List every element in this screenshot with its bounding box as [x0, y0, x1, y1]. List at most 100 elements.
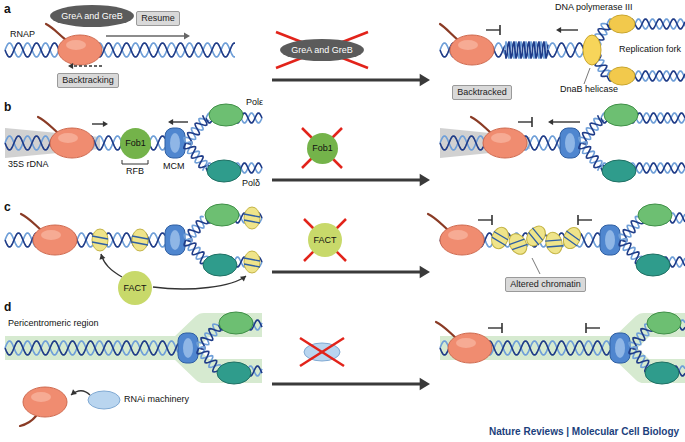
rdna-shading	[5, 128, 100, 158]
part-label-text: Polε	[246, 97, 263, 107]
deletion-cross	[302, 128, 342, 168]
rna-transcript	[21, 214, 41, 230]
arrowhead	[103, 121, 108, 127]
journal-credit-text: Nature Reviews | Molecular Cell Biology	[489, 426, 679, 437]
arrowhead	[68, 63, 73, 69]
part-label-text: DNA polymerase III	[555, 2, 633, 12]
part-label-text: Polδ	[242, 178, 260, 188]
dna-strand	[184, 143, 210, 168]
rna-polymerase-shine	[458, 40, 478, 50]
deletion-cross	[300, 338, 344, 366]
part-label: RNAP	[10, 29, 35, 40]
panel-letter: b	[4, 100, 11, 114]
nucleosome	[506, 230, 531, 257]
dna-strand	[581, 115, 602, 144]
arrow-line	[552, 121, 580, 122]
panel-letter: d	[4, 300, 11, 314]
dna-strand	[5, 43, 235, 57]
dna-polymerase	[203, 254, 237, 276]
dnab-helicase	[583, 35, 601, 65]
panel-letter: c	[4, 200, 11, 214]
nucleosome	[560, 225, 584, 252]
node-text: Backtracking	[62, 75, 114, 86]
arrowhead	[556, 27, 561, 33]
rna-polymerase	[50, 128, 94, 158]
dna-strand	[199, 325, 221, 349]
mcm-ring	[615, 338, 625, 358]
rdna-shading	[440, 128, 530, 158]
panel-letter-text: b	[4, 100, 11, 114]
part-label-text: RNAP	[10, 29, 35, 39]
deleted-protein-oval: GreA and GreB	[280, 39, 364, 61]
protein-circle: Fob1	[120, 128, 151, 159]
inhibition-line	[486, 29, 500, 30]
mcm-ring	[605, 230, 615, 250]
inhibition-bar	[577, 215, 579, 225]
node-text: FACT	[313, 235, 336, 246]
region-label: Pericentromeric region	[8, 318, 99, 329]
deletion-cross	[276, 32, 368, 68]
mcm-ring	[183, 338, 193, 358]
dna-polymerase	[217, 362, 251, 384]
callout-box: Altered chromatin	[505, 277, 586, 292]
dna-strand	[5, 43, 235, 57]
mcm-helicase	[165, 128, 185, 158]
node-text: GreA and GreB	[291, 45, 353, 56]
dna-polymerase	[604, 104, 638, 126]
protein-circle: FACT	[118, 271, 152, 305]
dna-polymerase	[209, 104, 243, 126]
dna-strand	[5, 341, 178, 355]
dna-polymerase	[602, 160, 636, 182]
arrow-line	[106, 35, 185, 37]
dna-strand	[619, 216, 639, 240]
part-label: RFB	[126, 166, 144, 177]
mcm-ring	[170, 133, 180, 153]
arrow-line	[92, 123, 104, 124]
part-label: RNAi machinery	[124, 394, 189, 405]
node-text: FACT	[123, 283, 146, 294]
deletion-cross	[302, 128, 342, 168]
rna-polymerase-shine	[41, 230, 61, 240]
nucleosome	[244, 207, 260, 229]
part-label-text: RNAi machinery	[124, 394, 189, 404]
dna-polymerase-iii	[609, 67, 635, 85]
part-label: Replication fork	[619, 44, 681, 55]
part-label: MCM	[163, 161, 185, 172]
rna-transcript	[436, 322, 456, 338]
deleted-protein-circle: FACT	[308, 223, 342, 257]
deletion-cross	[300, 338, 344, 366]
inhibition-bar	[585, 323, 587, 333]
dna-polymerase	[205, 204, 239, 226]
inhibition-bar	[499, 25, 501, 35]
mcm-ring	[565, 133, 575, 153]
inhibition-line	[488, 327, 502, 328]
leader-line	[532, 258, 540, 274]
dna-strand	[199, 347, 221, 371]
rna-polymerase	[33, 225, 77, 255]
panel-letter-text: d	[4, 300, 11, 314]
dna-strand	[186, 239, 208, 260]
dna-strand	[197, 348, 219, 372]
curved-arrow	[153, 276, 246, 289]
arrowhead	[168, 119, 173, 125]
rna-polymerase	[448, 333, 492, 363]
nucleosome-wrap	[244, 214, 260, 223]
deletion-cross	[304, 219, 346, 261]
region-label-text: 35S rDNA	[8, 159, 49, 169]
arrowhead	[71, 389, 77, 395]
inhibition-bar	[531, 117, 533, 127]
dna-strand	[505, 41, 548, 58]
nucleosome	[489, 225, 512, 251]
nucleosome	[543, 230, 564, 255]
node-text: Fob1	[312, 143, 333, 154]
mcm-ring	[170, 230, 180, 250]
nucleosome-wrap	[491, 232, 509, 246]
mcm-helicase	[178, 333, 198, 363]
dna-strand	[619, 240, 639, 264]
mcm-helicase	[165, 225, 185, 255]
rfb-bracket	[122, 160, 148, 164]
arrowhead	[420, 266, 430, 278]
arrow-line	[272, 383, 422, 386]
